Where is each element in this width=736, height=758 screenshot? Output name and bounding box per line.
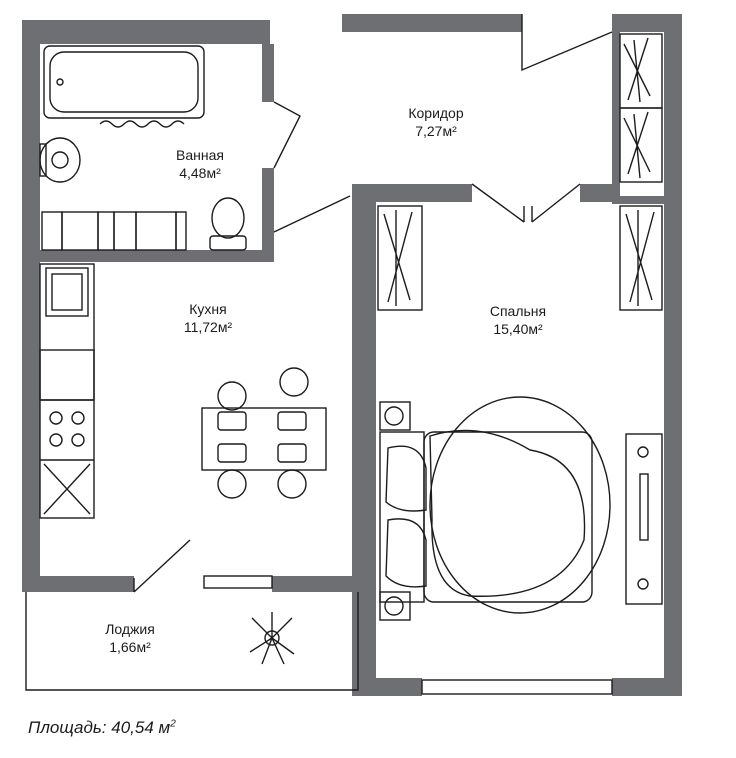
total-area-label: Площадь: 40,54 м [28, 718, 171, 737]
room-label-loggia: Лоджия 1,66м² [80, 620, 180, 656]
total-area: Площадь: 40,54 м2 [28, 718, 176, 738]
room-area: 4,48м² [179, 165, 221, 181]
room-label-bedroom: Спальня 15,40м² [466, 302, 570, 338]
room-name: Лоджия [105, 621, 155, 637]
fixtures [25, 14, 663, 695]
room-area: 7,27м² [415, 123, 457, 139]
room-area: 11,72м² [183, 319, 233, 335]
room-label-corridor: Коридор 7,27м² [384, 104, 488, 140]
room-label-kitchen: Кухня 11,72м² [158, 300, 258, 336]
room-area: 15,40м² [493, 321, 543, 337]
room-name: Кухня [189, 301, 227, 317]
room-name: Коридор [408, 105, 464, 121]
total-area-unit-power: 2 [170, 718, 176, 730]
room-name: Ванная [176, 147, 224, 163]
room-name: Спальня [489, 303, 547, 319]
room-label-bathroom: Ванная 4,48м² [150, 146, 250, 182]
room-area: 1,66м² [109, 639, 151, 655]
walls [22, 14, 682, 696]
